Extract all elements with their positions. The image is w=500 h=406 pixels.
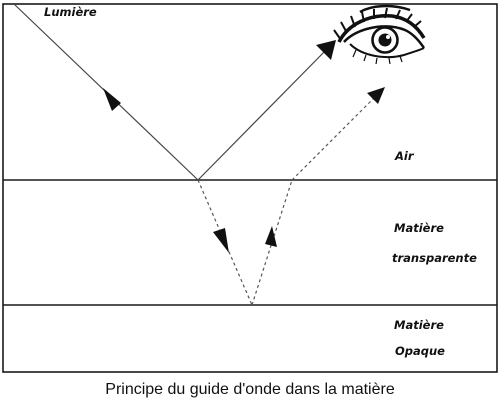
diagram-frame xyxy=(2,3,498,373)
label-transparent-line1: Matière xyxy=(394,221,444,235)
internal-ray-up-arrow xyxy=(265,226,277,247)
eye-icon xyxy=(333,4,426,65)
label-opaque-line2: Opaque xyxy=(395,344,445,358)
refracted-ray-down-arrow xyxy=(213,228,229,253)
incident-ray-arrow xyxy=(103,88,121,111)
label-light: Lumière xyxy=(44,5,97,19)
emerging-ray xyxy=(291,91,381,181)
label-opaque-line1: Matière xyxy=(394,318,444,332)
internal-ray-up xyxy=(251,179,293,306)
reflected-ray-arrow xyxy=(316,40,336,60)
reflected-ray xyxy=(197,45,331,181)
figure-caption: Principe du guide d'onde dans la matière xyxy=(105,381,395,398)
label-air: Air xyxy=(394,149,415,163)
label-transparent-line2: transparente xyxy=(392,251,477,265)
emerging-ray-arrow xyxy=(367,87,385,104)
